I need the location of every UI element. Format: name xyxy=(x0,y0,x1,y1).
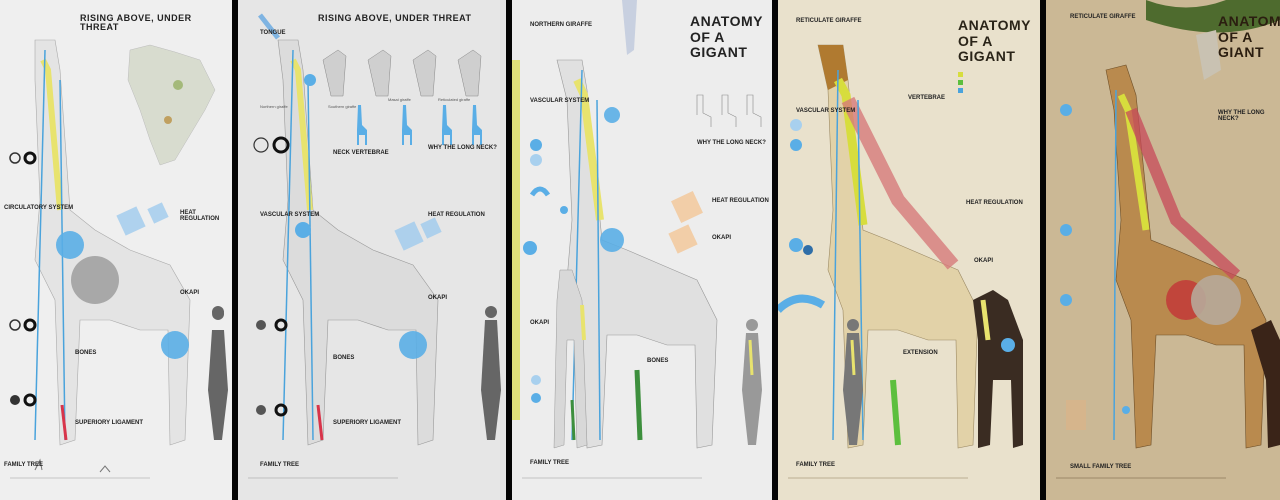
panel-2-title: RISING ABOVE, UNDER THREAT xyxy=(318,13,472,23)
panel-3-label-3: WHY THE LONG NECK? xyxy=(697,140,766,146)
panel-5-label-0: RETICULATE GIRAFFE xyxy=(1070,14,1136,20)
panel-1-label-5: FAMILY TREE xyxy=(4,462,44,468)
panel-3-label-1: HEAT REGULATION xyxy=(712,198,769,204)
panel-2-species-1: Southern giraffe xyxy=(328,104,357,109)
panel-2-label-6: SUPERIORY LIGAMENT xyxy=(333,420,402,426)
panel-1-label-4: SUPERIORY LIGAMENT xyxy=(75,420,144,426)
panel-2-species-2: Masai giraffe xyxy=(388,97,411,102)
panel-1-title: RISING ABOVE, UNDER THREAT xyxy=(80,13,192,33)
panel-2-label-7: FAMILY TREE xyxy=(260,462,300,468)
panel-2-species-3: Reticulated giraffe xyxy=(438,97,471,102)
panel-5-label-2: SMALL FAMILY TREE xyxy=(1070,464,1132,470)
panel-3-title-line2: OF A GIGANT xyxy=(690,29,748,60)
panel-2-illustration xyxy=(248,13,501,479)
panel-3: ANATOMY OF A GIGANT NORTHERN GIRAFFE HEA… xyxy=(512,0,772,500)
panel-3-illustration xyxy=(512,0,762,479)
panel-2-label-5: BONES xyxy=(333,355,355,361)
panel-4-illustration xyxy=(778,44,1023,479)
panel-5-title-line1: ANATOMY xyxy=(1218,13,1280,29)
panel-2-label-4: OKAPI xyxy=(428,295,448,301)
panel-4-label-1: VERTEBRAE xyxy=(908,95,946,101)
panel-1-label-0: CIRCULATORY SYSTEM xyxy=(4,205,74,211)
panel-3-label-5: BONES xyxy=(647,358,669,364)
panel-5-illustration xyxy=(1046,0,1280,500)
panel-5: ANATOMY OF A GIANT RETICULATE GIRAFFE WH… xyxy=(1046,0,1280,500)
panel-1: RISING ABOVE, UNDER THREAT CIRCULATORY S… xyxy=(0,0,232,500)
panel-2-label-2: HEAT REGULATION xyxy=(428,212,485,218)
panel-5-label-1: WHY THE LONG NECK? xyxy=(1218,110,1265,123)
panel-4: ANATOMY OF A GIGANT RETICULATE GIRAFFE V… xyxy=(778,0,1040,500)
panel-2: RISING ABOVE, UNDER THREAT TONGUE VASCUL… xyxy=(238,0,506,500)
panel-2-label-3: WHY THE LONG NECK? xyxy=(428,145,497,151)
panel-3-label-6: FAMILY TREE xyxy=(530,460,570,466)
panel-4-label-0: RETICULATE GIRAFFE xyxy=(796,18,862,24)
panel-1-label-3: BONES xyxy=(75,350,97,356)
panel-3-title-line1: ANATOMY xyxy=(690,13,763,29)
panel-1-illustration xyxy=(9,39,228,479)
panel-3-label-2: VASCULAR SYSTEM xyxy=(530,98,590,104)
panel-3-label-7: OKAPI xyxy=(530,320,550,326)
panel-2-label-0: TONGUE xyxy=(260,30,286,36)
panel-1-label-1: HEAT REGULATION xyxy=(180,210,220,223)
panel-3-label-4: OKAPI xyxy=(712,235,732,241)
panel-2-species-0: Northern giraffe xyxy=(260,104,288,109)
panel-4-label-3: VASCULAR SYSTEM xyxy=(796,108,856,114)
panel-4-label-5: EXTENSION xyxy=(903,350,938,356)
panel-4-title-line2: OF A GIGANT xyxy=(958,33,1016,64)
panel-2-label-8: NECK VERTEBRAE xyxy=(333,150,389,156)
panel-3-label-0: NORTHERN GIRAFFE xyxy=(530,22,592,28)
panel-5-title-line2: OF A GIANT xyxy=(1218,29,1265,60)
panel-4-label-4: OKAPI xyxy=(974,258,994,264)
panel-4-label-6: FAMILY TREE xyxy=(796,462,836,468)
panel-2-label-1: VASCULAR SYSTEM xyxy=(260,212,320,218)
panel-4-title-line1: ANATOMY xyxy=(958,17,1031,33)
panel-1-label-2: OKAPI xyxy=(180,290,200,296)
panel-4-label-2: HEAT REGULATION xyxy=(966,200,1023,206)
